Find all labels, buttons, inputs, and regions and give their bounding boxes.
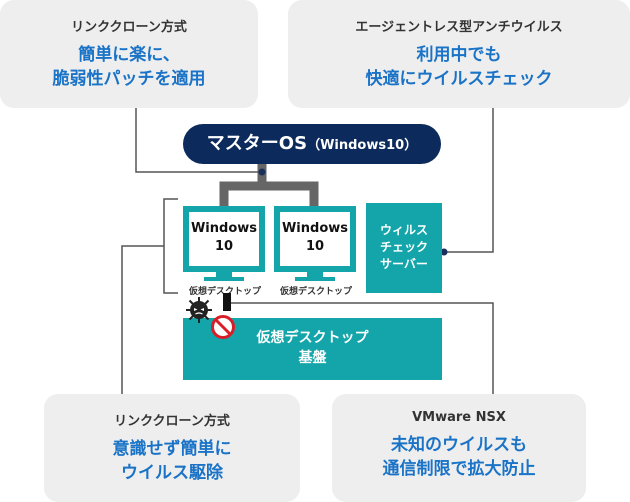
desktop-1-version: 10	[214, 239, 234, 254]
callout-bottom-left-line1: 意識せず簡単に	[112, 439, 232, 459]
desktop-2-screen: Windows 10	[280, 212, 350, 266]
virus-check-server: ウィルス チェック サーバー	[366, 203, 442, 293]
callout-bottom-left-line2: ウイルス駆除	[121, 463, 223, 483]
tree-connector	[219, 164, 267, 206]
monitor-stand	[307, 272, 323, 278]
master-os-label: マスターOS	[206, 133, 308, 154]
callout-bottom-left-subtitle: リンククローン方式	[114, 414, 230, 429]
callout-bottom-left: リンククローン方式 意識せず簡単に ウイルス駆除	[44, 394, 300, 502]
connector-top-left	[135, 108, 262, 173]
callout-bottom-right-line2: 通信制限で拡大防止	[382, 459, 536, 479]
callout-bottom-right-subtitle: VMware NSX	[412, 410, 506, 425]
monitor-stand	[216, 272, 232, 278]
desktop-2-caption: 仮想デスクトップ	[279, 287, 352, 297]
platform-line1: 仮想デスクトップ	[256, 330, 369, 346]
callout-top-right: エージェントレス型アンチウイルス 利用中でも 快適にウイルスチェック	[288, 0, 630, 108]
connector-top-left-dot	[258, 168, 266, 176]
virtual-desktop-2: Windows 10 仮想デスクトップ	[274, 206, 356, 302]
connector-top-right	[444, 108, 494, 253]
callout-top-right-subtitle: エージェントレス型アンチウイルス	[355, 20, 563, 35]
connector-bottom-left	[121, 245, 164, 394]
network-port-icon	[223, 293, 231, 311]
callout-bottom-right-line1: 未知のウイルスも	[391, 435, 527, 455]
desktop-1-os: Windows	[190, 221, 258, 236]
callout-top-left-line1: 簡単に楽に、	[78, 45, 180, 65]
prohibited-icon	[211, 315, 235, 339]
callout-top-left-subtitle: リンククローン方式	[71, 20, 187, 35]
scanner-line1: ウィルス	[379, 223, 428, 237]
virtual-desktop-1: Windows 10 仮想デスクトップ	[183, 206, 265, 302]
connector-bottom-right	[231, 302, 494, 394]
desktop-1-screen: Windows 10	[189, 212, 259, 266]
master-os-version: （Windows10）	[307, 138, 418, 153]
monitor-base	[295, 277, 335, 281]
desktop-2-os: Windows	[281, 221, 349, 236]
desktop-1-caption: 仮想デスクトップ	[188, 287, 261, 297]
tree-connector-right	[262, 181, 319, 206]
platform-line2: 基盤	[298, 350, 327, 366]
callout-top-left-line2: 脆弱性パッチを適用	[52, 69, 206, 89]
callout-top-left: リンククローン方式 簡単に楽に、 脆弱性パッチを適用	[0, 0, 258, 108]
monitor-base	[204, 277, 244, 281]
callout-top-right-line1: 利用中でも	[416, 45, 502, 65]
desktop-bracket	[163, 198, 178, 294]
scanner-line2: チェック	[379, 240, 428, 254]
callout-top-right-line2: 快適にウイルスチェック	[365, 69, 553, 89]
callout-bottom-right: VMware NSX 未知のウイルスも 通信制限で拡大防止	[332, 394, 586, 502]
virus-icon	[186, 297, 212, 323]
connector-top-right-dot	[440, 248, 448, 256]
scanner-line3: サーバー	[380, 257, 428, 271]
master-os-node: マスターOS（Windows10）	[183, 124, 441, 164]
desktop-2-version: 10	[305, 239, 325, 254]
